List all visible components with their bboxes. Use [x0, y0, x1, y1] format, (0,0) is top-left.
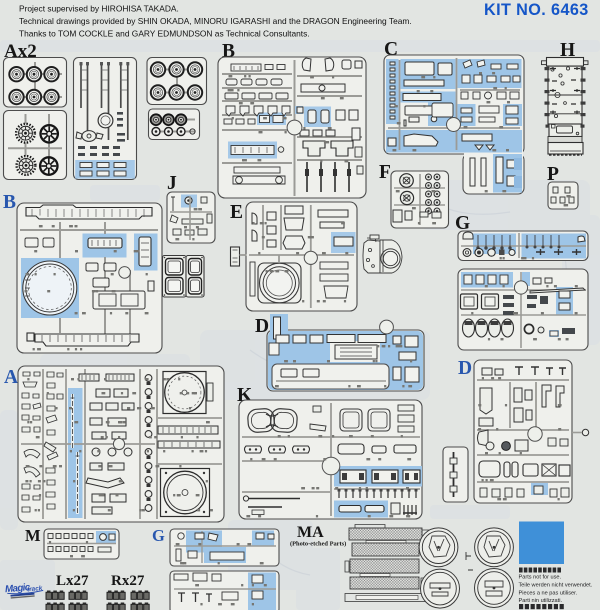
svg-text:track: track	[27, 585, 43, 593]
svg-text:(Photo-etched Parts): (Photo-etched Parts)	[290, 541, 346, 548]
svg-text:Pieces a ne pas utiliser.: Pieces a ne pas utiliser.	[519, 591, 578, 597]
svg-text:KIT NO. 6463: KIT NO. 6463	[484, 1, 589, 19]
svg-text:Project supervised by HIROHISA: Project supervised by HIROHISA TAKADA.	[19, 4, 179, 14]
svg-text:Thanks to TOM COCKLE and GARY: Thanks to TOM COCKLE and GARY EDMUNDSON …	[19, 29, 310, 39]
svg-text:Lx27: Lx27	[56, 573, 89, 589]
svg-text:A: A	[4, 367, 18, 388]
svg-text:Teile werden nicht verwendet.: Teile werden nicht verwendet.	[519, 583, 593, 589]
svg-text:Parts not for use.: Parts not for use.	[519, 575, 562, 581]
svg-text:F: F	[379, 162, 391, 183]
svg-text:J: J	[167, 173, 177, 194]
svg-text:Rx27: Rx27	[111, 573, 145, 589]
svg-text:G: G	[455, 213, 470, 234]
svg-text:Magic: Magic	[5, 582, 32, 595]
svg-text:G: G	[152, 526, 165, 545]
svg-text:B: B	[3, 192, 16, 213]
svg-text:E: E	[230, 202, 243, 223]
svg-text:Parti nin utilizzati.: Parti nin utilizzati.	[519, 598, 563, 604]
svg-text:Ax2: Ax2	[4, 41, 37, 62]
svg-text:P: P	[547, 164, 559, 185]
svg-text:MA: MA	[297, 524, 324, 541]
svg-text:M: M	[25, 526, 41, 545]
svg-text:D: D	[458, 358, 472, 379]
svg-text:D: D	[255, 316, 269, 337]
svg-text:Technical drawings provided by: Technical drawings provided by SHIN OKAD…	[19, 16, 412, 26]
svg-text:H: H	[560, 40, 575, 61]
